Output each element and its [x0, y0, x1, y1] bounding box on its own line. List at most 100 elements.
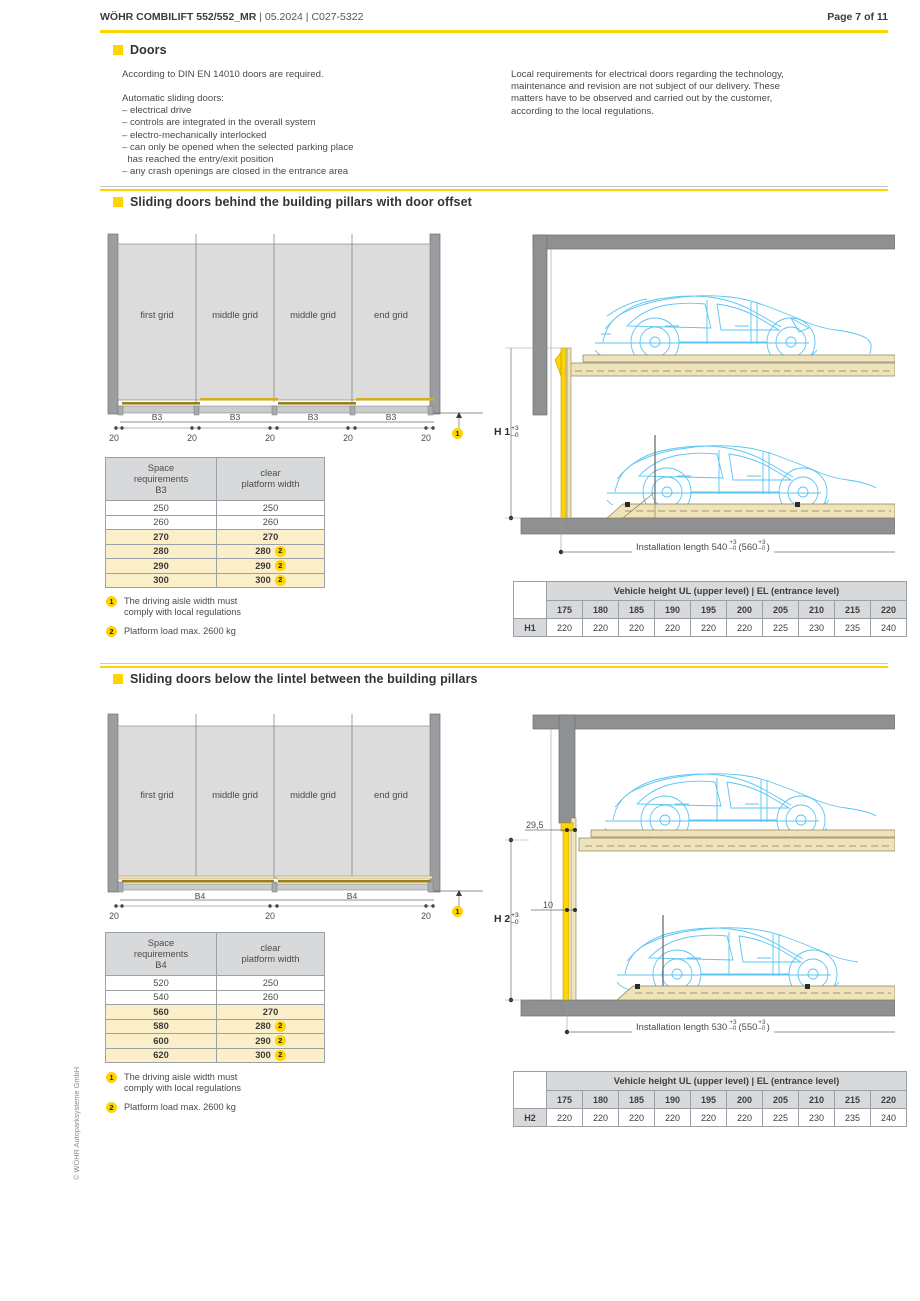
vh-col: 215 — [834, 600, 871, 619]
doors-right-note-line: Local requirements for electrical doors … — [511, 69, 784, 80]
vh-val: 230 — [798, 1108, 835, 1127]
section2-elevation-drawing: 29,5 10 H 2 +3 –0 Installation length 53… — [494, 710, 895, 1040]
vehicle-table-title: Vehicle height UL (upper level) | EL (en… — [546, 1071, 907, 1091]
install-tol-plus: +3 — [729, 1019, 737, 1026]
table-header-row: Vehicle height UL (upper level) | EL (en… — [513, 581, 907, 619]
plan-grid-label: first grid — [140, 789, 173, 800]
cell-w: 270 — [215, 1004, 326, 1020]
doors-heading-label: Doors — [130, 43, 167, 57]
section1-elevation-drawing: H 1 +3 –0 Installation length 540 +3 –0 … — [494, 230, 895, 560]
space-requirements-table-b3: Space requirements B3 clear platform wid… — [105, 457, 326, 588]
vh-col: 195 — [690, 1090, 727, 1109]
vehicle-table-title: Vehicle height UL (upper level) | EL (en… — [546, 581, 907, 601]
h2-tol-plus: +3 — [511, 912, 519, 919]
doors-list-title: Automatic sliding doors: — [122, 93, 224, 104]
footnote-badge-2: 2 — [274, 560, 286, 572]
plan-edge-label: 20 — [421, 911, 431, 921]
plan-grid-label: middle grid — [290, 309, 336, 320]
vh-val: 220 — [726, 618, 763, 637]
page-number: Page 7 of 11 — [827, 11, 888, 23]
elevation-height-label-h1: H 1 +3 –0 — [494, 425, 519, 439]
vh-col: 180 — [582, 600, 619, 619]
vh-col: 210 — [798, 600, 835, 619]
footnote-badge-2: 2 — [274, 545, 286, 557]
install-length-text: Installation length 530 — [636, 1020, 728, 1032]
plan-grid-label: end grid — [374, 789, 408, 800]
header-doc-reference: WÖHR COMBILIFT 552/552_MR | 05.2024 | C0… — [100, 11, 363, 23]
install-alt-plus: +3 — [758, 1019, 766, 1026]
footnote-item: 2 Platform load max. 2600 kg — [106, 625, 241, 637]
vh-col: 180 — [582, 1090, 619, 1109]
header-product: WÖHR COMBILIFT 552/552_MR — [100, 11, 257, 23]
platform-upper — [582, 354, 895, 363]
plan-edge-label: 20 — [109, 433, 119, 443]
footnote-text: Platform load max. 2600 kg — [124, 625, 236, 636]
vh-val: 220 — [546, 618, 583, 637]
plan-aisle-badge-wrap-2: 1 — [452, 901, 463, 919]
section2-accent-rule — [100, 666, 888, 668]
footnote-item: 1 The driving aisle width must comply wi… — [106, 1072, 241, 1095]
cell-b: 560 — [105, 1004, 217, 1020]
vh-val: 225 — [762, 618, 799, 637]
h2-tol-minus: –0 — [511, 918, 519, 926]
vh-col: 190 — [654, 1090, 691, 1109]
header-rule — [100, 30, 888, 33]
table-column-row: 175 180 185 190 195 200 205 210 215 220 — [514, 600, 907, 619]
doors-list-item: – can only be opened when the selected p… — [122, 141, 354, 153]
table-header-row: Space requirements B4 clear platform wid… — [105, 932, 326, 976]
section1-accent-rule — [100, 189, 888, 191]
install-alt-open: (560 — [738, 540, 758, 552]
install-alt-minus: –0 — [758, 1025, 766, 1033]
footnote-badge-1: 1 — [452, 906, 463, 918]
doors-list-item: – electro-mechanically interlocked — [122, 129, 267, 141]
footnote-badge-2: 2 — [274, 1035, 286, 1047]
cell-w: 260 — [215, 514, 326, 530]
bullet-square-icon — [113, 45, 123, 55]
footnote-badge-2: 2 — [274, 1049, 286, 1061]
header-date: 05.2024 — [264, 11, 303, 23]
vh-val: 225 — [762, 1108, 799, 1127]
doors-right-note: Local requirements for electrical doors … — [511, 69, 891, 118]
col-clear-platform-width: clear platform width — [215, 457, 326, 501]
vh-val: 220 — [726, 1108, 763, 1127]
install-alt-close: ) — [766, 540, 770, 552]
vh-col: 185 — [618, 1090, 655, 1109]
plan-edge-label: 20 — [265, 433, 275, 443]
install-tol-plus: +3 — [729, 539, 737, 546]
h1-tol-plus: +3 — [511, 425, 519, 432]
section1-divider — [100, 186, 888, 187]
plan-edge-label: 20 — [187, 433, 197, 443]
section1-heading-label: Sliding doors behind the building pillar… — [130, 195, 472, 209]
doors-list-item: – electrical drive — [122, 105, 192, 117]
section1-plan-drawing: first grid middle grid middle grid end g… — [100, 230, 490, 445]
drive-column — [560, 347, 567, 519]
elevation-install-length-2: Installation length 530 +3 –0 (550 +3 –0… — [632, 1019, 774, 1033]
install-alt-minus: –0 — [758, 545, 766, 553]
elevation-height-label-h2: H 2 +3 –0 — [494, 912, 519, 926]
plan-grid-label: middle grid — [212, 789, 258, 800]
section1-footnotes: 1 The driving aisle width must comply wi… — [106, 596, 241, 644]
plan-grid-label: first grid — [140, 309, 173, 320]
footnote-text: The driving aisle width must comply with… — [124, 596, 241, 618]
vehicle-height-table-h2: Vehicle height UL (upper level) | EL (en… — [513, 1071, 907, 1127]
copyright-notice: © WÖHR Autoparksysteme GmbH — [72, 1066, 81, 1180]
cell-b: 260 — [105, 514, 217, 530]
page-header: WÖHR COMBILIFT 552/552_MR | 05.2024 | C0… — [100, 11, 888, 23]
section2-divider — [100, 663, 888, 664]
header-sep-2: | — [302, 11, 312, 23]
cell-b: 620 — [105, 1047, 217, 1063]
vh-val: 220 — [582, 618, 619, 637]
doors-list-item: – any crash openings are closed in the e… — [122, 166, 349, 178]
dim-label-29-5: 29,5 — [526, 820, 544, 830]
platform-upper-2 — [590, 829, 895, 838]
plan-span-label: B3 — [152, 412, 163, 422]
vh-col: 185 — [618, 600, 655, 619]
vh-val: 220 — [618, 618, 655, 637]
header-docref: C027-5322 — [311, 11, 364, 23]
col-space-requirements: Space requirements B3 — [105, 457, 217, 501]
cell-w: 260 — [215, 989, 326, 1005]
